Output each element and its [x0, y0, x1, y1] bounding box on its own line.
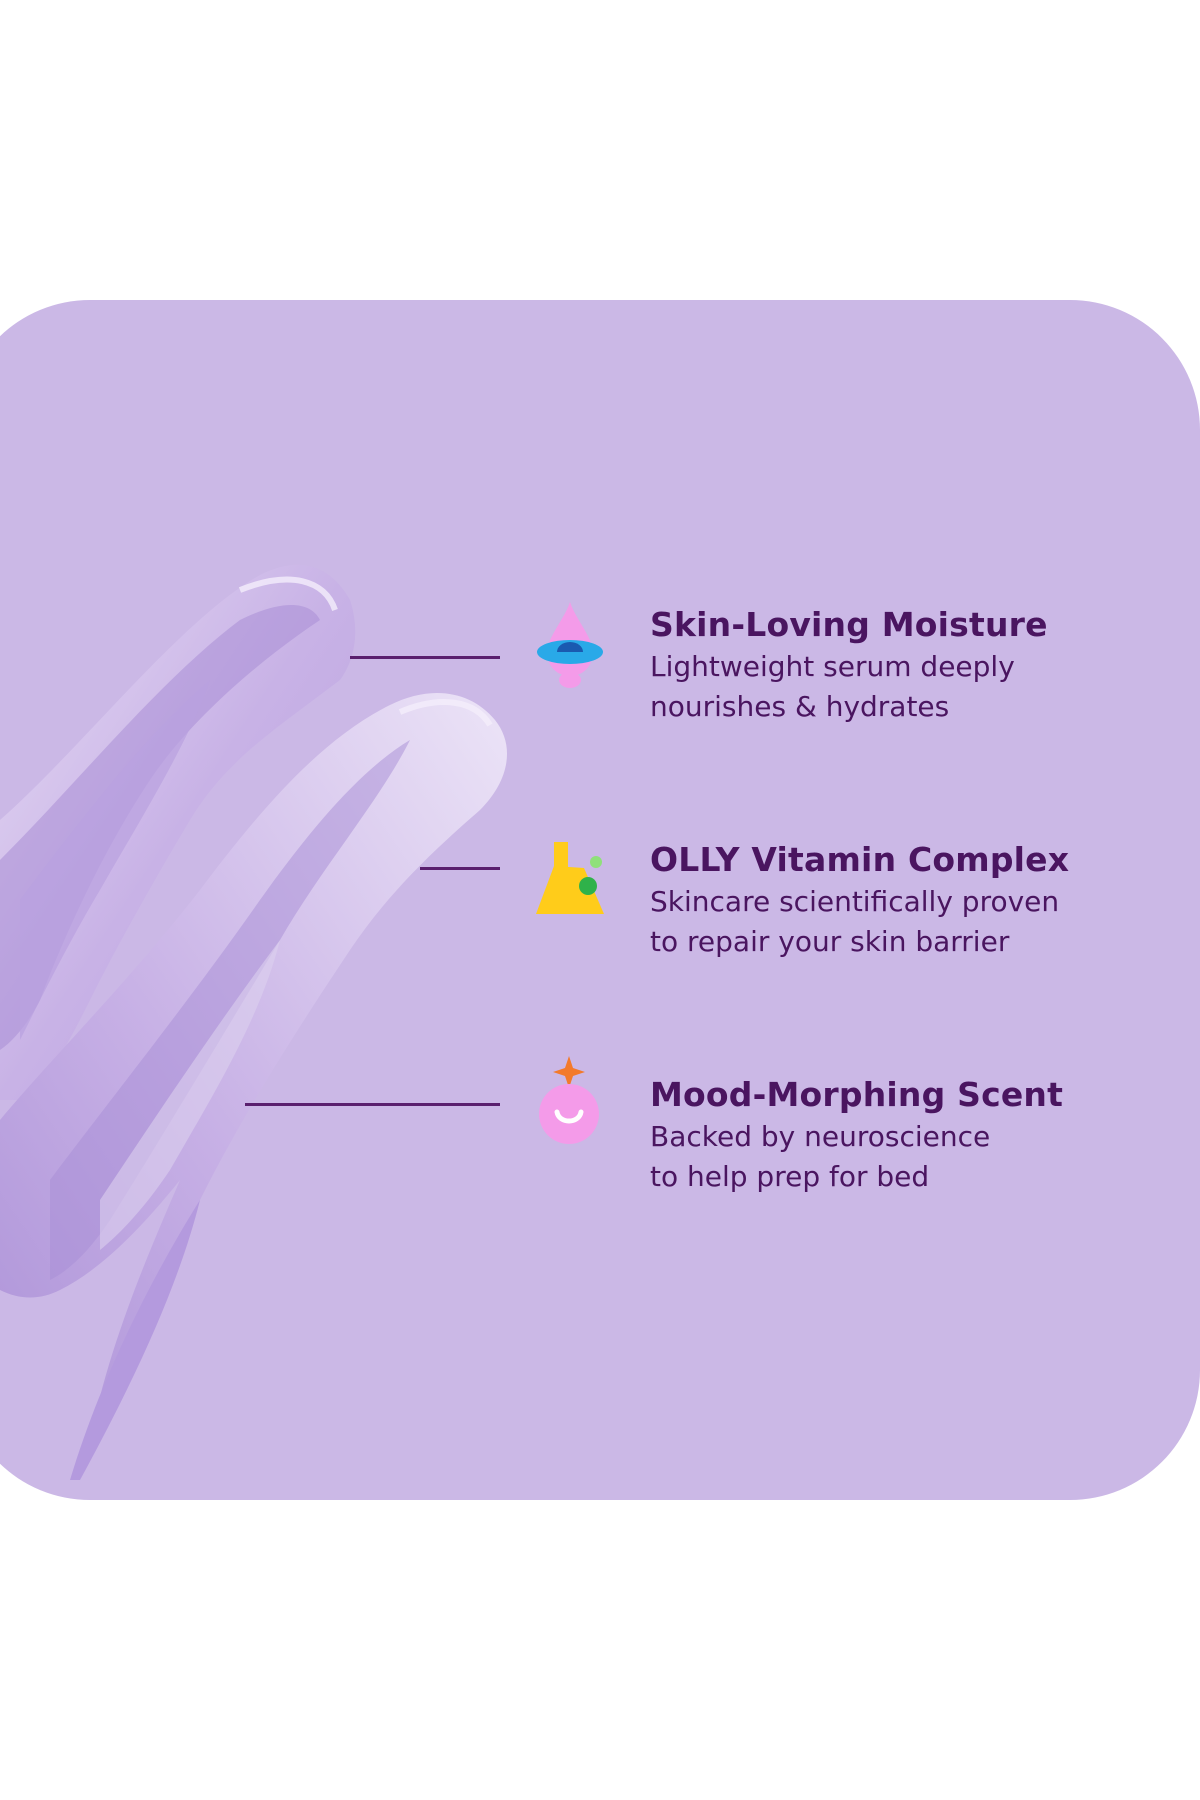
feature-item-moisture: Skin-Loving Moisture Lightweight serum d…	[650, 605, 1170, 727]
feature-item-scent: Mood-Morphing Scent Backed by neuroscien…	[650, 1075, 1170, 1197]
cream-swatch-image	[0, 564, 507, 1480]
connector-line-1	[350, 656, 500, 659]
feature-description: Backed by neuroscience to help prep for …	[650, 1120, 991, 1193]
connector-line-3	[245, 1103, 500, 1106]
water-drop-icon	[537, 602, 603, 688]
smiling-sparkle-icon	[539, 1056, 599, 1144]
feature-description: Skincare scientifically proven to repair…	[650, 885, 1060, 958]
feature-description: Lightweight serum deeply nourishes & hyd…	[650, 650, 1015, 723]
feature-item-vitamin-complex: OLLY Vitamin Complex Skincare scientific…	[650, 840, 1170, 962]
feature-title: Mood-Morphing Scent	[650, 1075, 1064, 1114]
connector-line-2	[420, 867, 500, 870]
feature-title: Skin-Loving Moisture	[650, 605, 1048, 644]
lab-flask-icon	[536, 842, 604, 914]
feature-title: OLLY Vitamin Complex	[650, 840, 1070, 879]
feature-card	[0, 300, 1200, 1500]
